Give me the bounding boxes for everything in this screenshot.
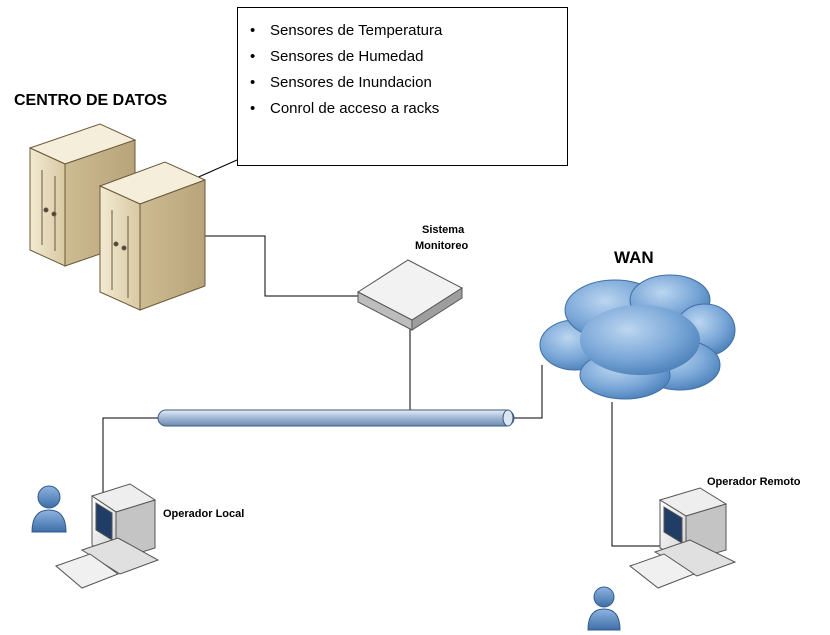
desktop-computer-icon xyxy=(628,487,737,589)
cloud-icon xyxy=(539,274,736,400)
link-cloud-to-remote xyxy=(611,402,660,547)
link-bus-to-local xyxy=(102,417,160,500)
local-operator-label: Operador Local xyxy=(163,508,245,520)
network-bus-icon xyxy=(157,409,515,427)
data-center-label: CENTRO DE DATOS xyxy=(14,92,168,109)
sensor-list-item: Sensores de Temperatura xyxy=(238,18,567,44)
sensor-list-item: Conrol de acceso a racks xyxy=(238,96,567,122)
user-icon xyxy=(587,586,621,631)
connection-lines xyxy=(102,159,660,547)
user-icon xyxy=(31,485,67,533)
sensor-list: Sensores de Temperatura Sensores de Hume… xyxy=(238,8,567,122)
sensor-list-item: Sensores de Humedad xyxy=(238,44,567,70)
monitor-system-label-line2: Monitoreo xyxy=(415,240,469,252)
desktop-computer-icon xyxy=(55,483,160,589)
server-rack-icon xyxy=(28,123,207,311)
link-bus-to-cloud xyxy=(512,365,543,419)
wan-label: WAN xyxy=(614,248,654,267)
remote-operator-label: Operador Remoto xyxy=(707,476,801,488)
sensor-list-item: Sensores de Inundacion xyxy=(238,70,567,96)
network-appliance-icon xyxy=(357,259,463,331)
link-servers-to-monitor xyxy=(205,235,360,297)
sensor-list-box: Sensores de Temperatura Sensores de Hume… xyxy=(237,7,568,166)
monitor-system-label-line1: Sistema xyxy=(422,224,465,236)
